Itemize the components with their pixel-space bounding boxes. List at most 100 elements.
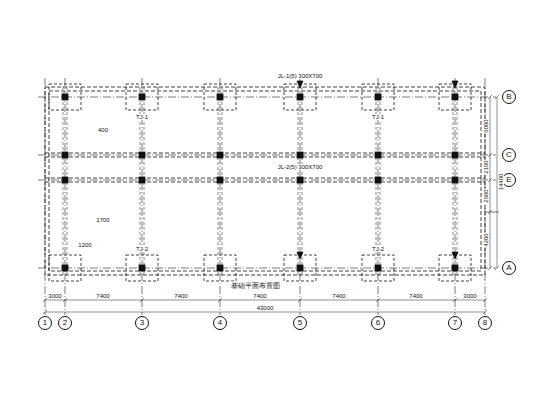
plan-stroke <box>62 177 68 183</box>
plan-stroke <box>217 94 223 100</box>
dimension-text: 2600 <box>483 188 489 203</box>
axis-bubble: 2 <box>58 316 72 330</box>
plan-stroke <box>488 153 492 157</box>
dimension-text: 7400 <box>173 293 188 299</box>
annotation-text: 400 <box>97 127 109 133</box>
plan-stroke <box>375 265 381 271</box>
dimension-text: 6000 <box>483 118 489 133</box>
axis-label: C <box>506 151 512 159</box>
plan-stroke <box>488 266 492 270</box>
plan-stroke <box>488 95 492 99</box>
axis-bubble: 7 <box>448 316 462 330</box>
plan-stroke <box>495 95 499 99</box>
plan-stroke <box>49 91 481 271</box>
axis-bubble: A <box>502 261 516 275</box>
plan-stroke <box>375 177 381 183</box>
axis-label: 1 <box>43 319 47 327</box>
plan-stroke <box>217 177 223 183</box>
plan-stroke <box>375 94 381 100</box>
plan-stroke <box>452 152 458 158</box>
annotation-text: TJ-2 <box>371 246 385 252</box>
plan-stroke <box>45 153 485 154</box>
axis-bubble: E <box>502 173 516 187</box>
plan-stroke <box>38 155 496 156</box>
dimension-text: 14400 <box>498 173 504 192</box>
axis-bubble: 6 <box>371 316 385 330</box>
plan-stroke <box>297 94 303 100</box>
plan-stroke <box>483 310 487 314</box>
plan-stroke <box>45 87 485 275</box>
plan-stroke <box>375 152 381 158</box>
axis-label: E <box>506 176 511 184</box>
plan-stroke <box>297 252 303 259</box>
axis-label: B <box>506 93 511 101</box>
plan-stroke <box>452 265 458 271</box>
plan-stroke <box>362 255 394 281</box>
dimension-text: 43000 <box>256 305 275 311</box>
plan-stroke <box>488 178 492 182</box>
axis-bubble: 8 <box>478 316 492 330</box>
plan-stroke <box>139 152 145 158</box>
annotation-text: TJ-2 <box>135 246 149 252</box>
plan-stroke <box>453 298 457 302</box>
plan-stroke <box>217 152 223 158</box>
plan-stroke <box>126 255 158 281</box>
plan-stroke <box>220 78 221 315</box>
plan-stroke <box>45 182 485 183</box>
axis-label: 2 <box>63 319 67 327</box>
plan-stroke <box>65 78 66 315</box>
plan-stroke <box>297 152 303 158</box>
dimension-text: 2100 <box>483 159 489 174</box>
dimension-text: 3000 <box>47 293 62 299</box>
annotation-text: 1200 <box>77 242 92 248</box>
plan-stroke <box>376 298 380 302</box>
plan-stroke <box>297 177 303 183</box>
annotation-text: TJ-1 <box>135 114 149 120</box>
axis-label: 6 <box>376 319 380 327</box>
plan-stroke <box>204 84 236 110</box>
plan-stroke <box>488 210 492 214</box>
axis-bubble: 3 <box>135 316 149 330</box>
plan-stroke <box>49 84 81 110</box>
plan-stroke <box>63 298 67 302</box>
plan-stroke <box>483 298 487 302</box>
plan-stroke <box>49 255 81 281</box>
plan-stroke <box>297 265 303 271</box>
axis-bubble: 4 <box>213 316 227 330</box>
plan-stroke <box>455 78 456 315</box>
axis-label: 5 <box>298 319 302 327</box>
plan-stroke <box>139 94 145 100</box>
plan-stroke <box>217 265 223 271</box>
dimension-text: 3000 <box>462 293 477 299</box>
axis-bubble: 5 <box>293 316 307 330</box>
plan-stroke <box>140 298 144 302</box>
plan-stroke <box>298 298 302 302</box>
dimension-text: 7400 <box>252 293 267 299</box>
plan-stroke <box>62 152 68 158</box>
plan-stroke <box>38 97 496 98</box>
plan-stroke <box>45 157 485 158</box>
plan-stroke <box>126 84 158 110</box>
axis-label: A <box>506 264 511 272</box>
plan-stroke <box>62 94 68 100</box>
plan-stroke <box>38 180 496 181</box>
plan-stroke <box>43 310 47 314</box>
axis-bubble: B <box>502 90 516 104</box>
plan-stroke <box>45 178 485 179</box>
plan-stroke <box>139 177 145 183</box>
axis-bubble: C <box>502 148 516 162</box>
dimension-text: 7400 <box>331 293 346 299</box>
plan-stroke <box>218 298 222 302</box>
annotation-text: JL-1(5) 300X700 <box>277 73 324 79</box>
plan-stroke <box>362 84 394 110</box>
dimension-text: 7400 <box>95 293 110 299</box>
plan-stroke <box>62 265 68 271</box>
plan-stroke <box>139 265 145 271</box>
plan-stroke <box>452 81 458 88</box>
axis-label: 3 <box>140 319 144 327</box>
plan-stroke <box>495 266 499 270</box>
annotation-text: TJ-1 <box>371 114 385 120</box>
drawing-title: 基础平面布置图 <box>230 282 281 289</box>
